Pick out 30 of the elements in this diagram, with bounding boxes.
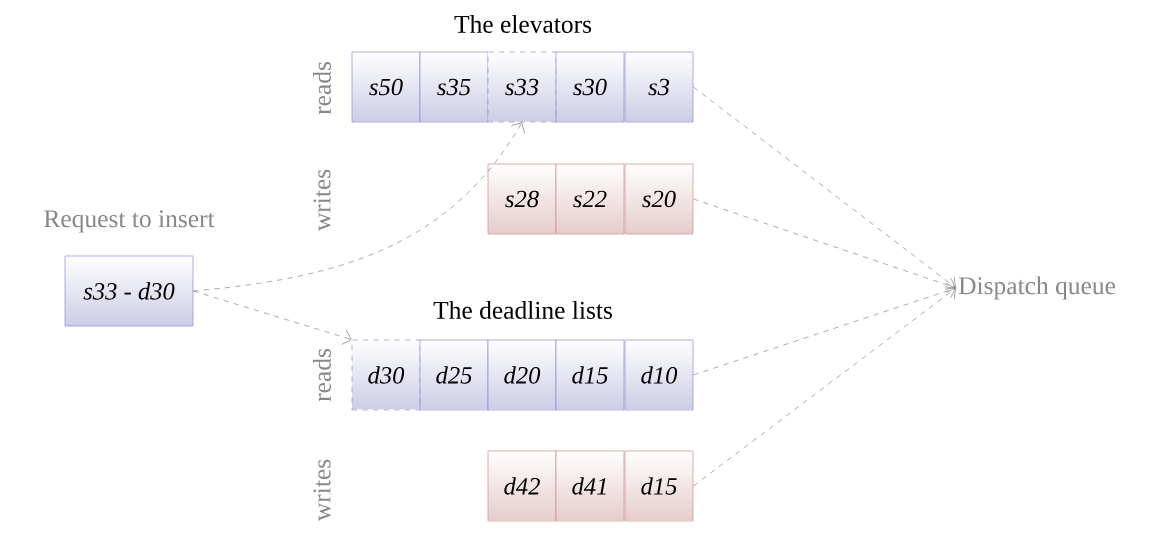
cell-box: s3 bbox=[624, 51, 694, 123]
cell-box: s20 bbox=[624, 163, 694, 235]
cell-box: d10 bbox=[624, 339, 694, 411]
arrow bbox=[693, 198, 956, 293]
group-title: The deadline lists bbox=[433, 301, 612, 319]
group-title: The elevators bbox=[454, 15, 592, 33]
row-label: writes bbox=[313, 169, 331, 232]
cell-box: d25 bbox=[419, 339, 489, 411]
cell-box: s33 - d30 bbox=[64, 255, 194, 327]
row-label: writes bbox=[313, 459, 331, 522]
cell-box: d30 bbox=[351, 339, 421, 411]
cell-box: d20 bbox=[487, 339, 557, 411]
cell-box: s30 bbox=[555, 51, 625, 123]
cell-box: s50 bbox=[351, 51, 421, 123]
cell-box: s22 bbox=[555, 163, 625, 235]
cell-box: d42 bbox=[487, 450, 557, 522]
arrow bbox=[193, 122, 525, 292]
arrow bbox=[193, 290, 352, 345]
cell-box: s35 bbox=[419, 51, 489, 123]
arrow bbox=[693, 286, 956, 487]
row-label: reads bbox=[313, 349, 331, 402]
node-label: Dispatch queue bbox=[958, 276, 1115, 300]
cell-box: d41 bbox=[555, 450, 625, 522]
node-heading: Request to insert bbox=[44, 210, 215, 233]
arrow bbox=[693, 86, 956, 290]
cell-box: s28 bbox=[487, 163, 557, 235]
cell-box: d15 bbox=[555, 339, 625, 411]
cell-box: d15 bbox=[624, 450, 694, 522]
cell-box: s33 bbox=[487, 51, 557, 123]
arrow bbox=[693, 283, 956, 376]
